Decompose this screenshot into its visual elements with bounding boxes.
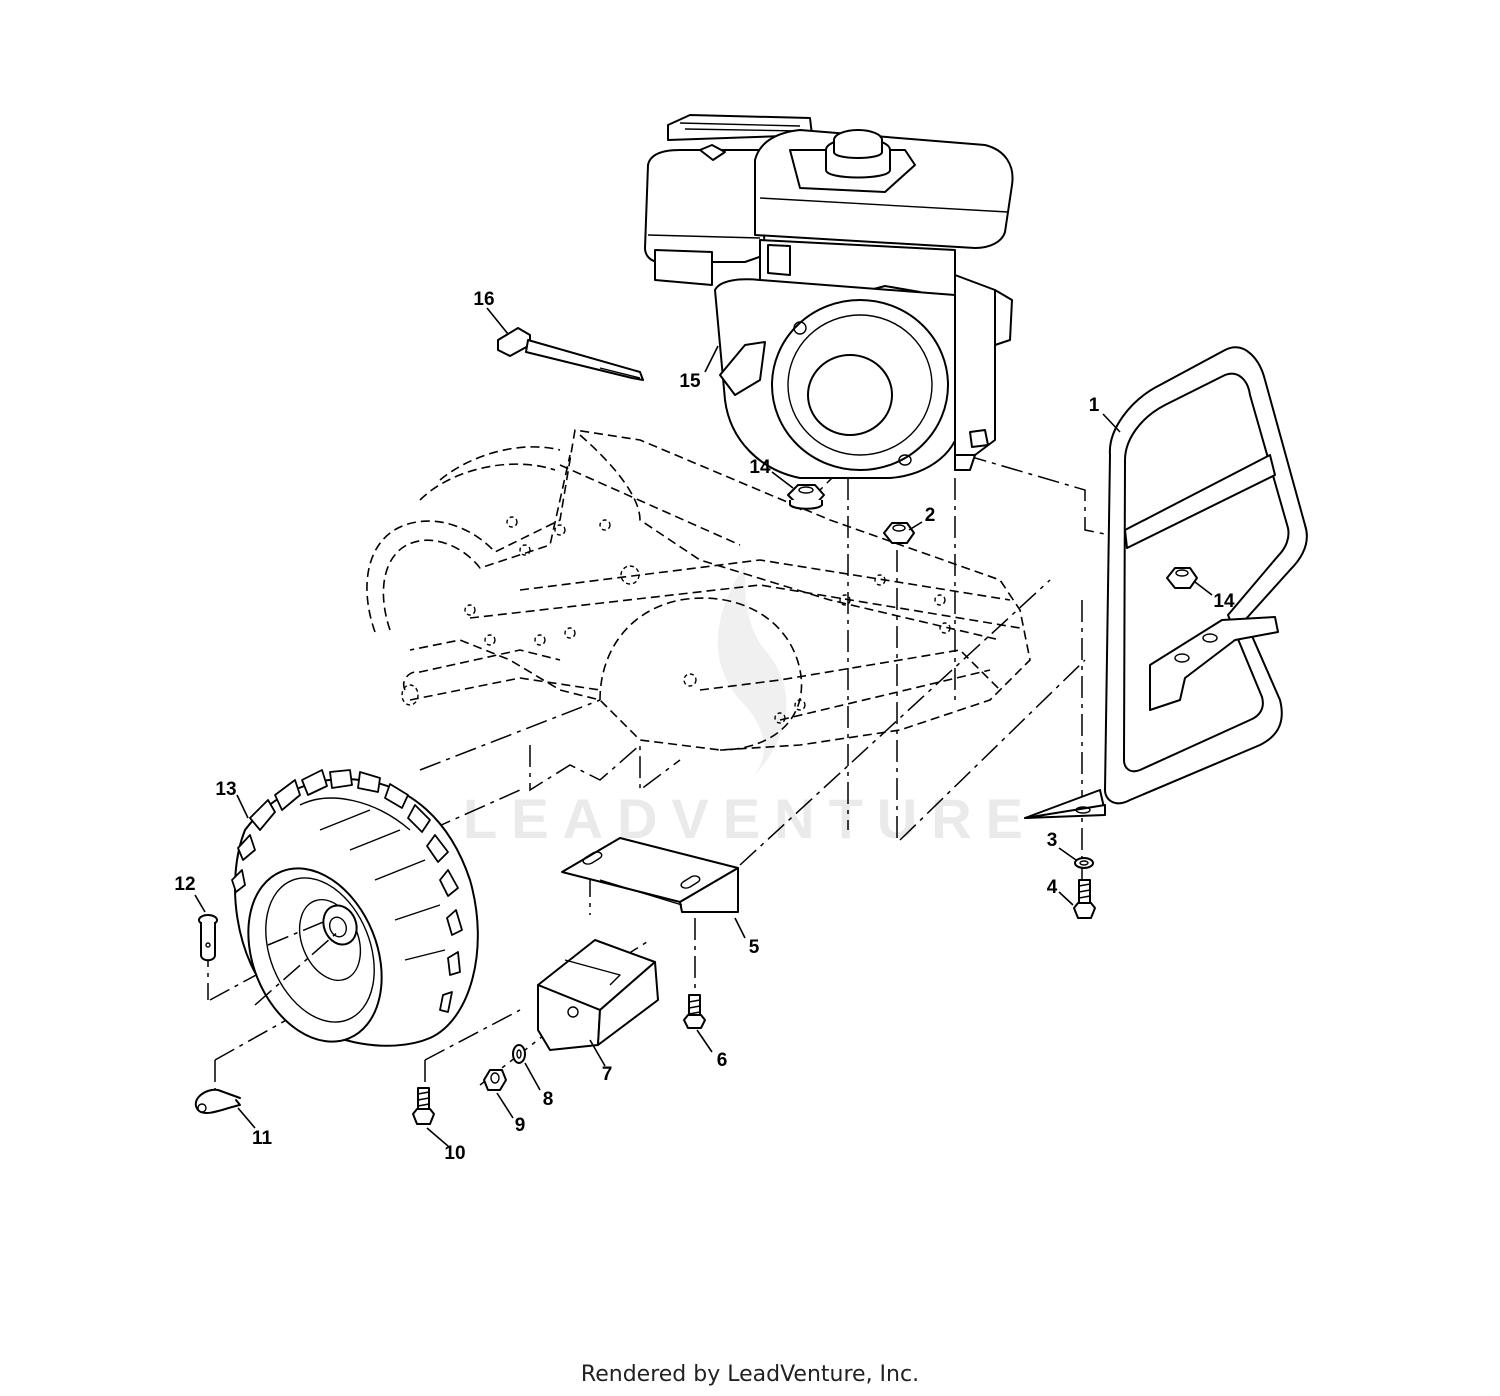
callout-9: 9 (515, 1115, 526, 1136)
watermark: LEADVENTURE (463, 565, 1037, 850)
mounting-bracket (561, 837, 739, 913)
wheel-tire (231, 769, 479, 1047)
wheel-weight (537, 939, 659, 1051)
lock-washer (512, 1044, 526, 1064)
bolt-front (1073, 879, 1096, 919)
leader-lines (194, 307, 1213, 1147)
footer-credit: Rendered by LeadVenture, Inc. (580, 1362, 920, 1387)
callout-3: 3 (1047, 830, 1058, 851)
callout-14-right: 14 (1213, 591, 1235, 612)
callout-12: 12 (174, 874, 195, 895)
clevis-pin (198, 914, 218, 962)
hex-nut-weight (483, 1069, 507, 1091)
callout-10: 10 (444, 1143, 465, 1164)
front-bumper (1024, 346, 1308, 819)
cable-tie (497, 327, 644, 381)
watermark-text: LEADVENTURE (463, 787, 1037, 850)
callout-1: 1 (1089, 395, 1100, 416)
callout-4: 4 (1047, 877, 1058, 898)
callout-13: 13 (215, 779, 236, 800)
bolt-weight (412, 1087, 435, 1125)
engine (644, 114, 1014, 479)
callout-16: 16 (473, 289, 494, 310)
callout-2: 2 (925, 505, 936, 526)
tiller-frame-phantom (366, 429, 1031, 751)
callout-14-upper: 14 (749, 457, 771, 478)
callout-5: 5 (749, 937, 760, 958)
flange-nut-upper (787, 484, 825, 510)
callout-15: 15 (679, 371, 701, 392)
callout-11: 11 (252, 1128, 273, 1149)
washer (1074, 857, 1094, 869)
bolt-bracket (683, 994, 706, 1029)
hairpin-clip (194, 1088, 241, 1115)
hex-nut (883, 522, 915, 544)
callout-7: 7 (602, 1064, 613, 1085)
callout-8: 8 (543, 1089, 554, 1110)
callout-labels: 1 2 3 4 5 6 7 8 9 10 11 12 13 14 14 15 1… (174, 289, 1235, 1164)
flange-nut-right (1166, 567, 1198, 589)
callout-6: 6 (717, 1050, 728, 1071)
